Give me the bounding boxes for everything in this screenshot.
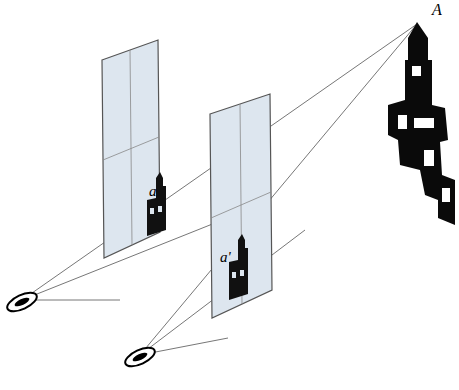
image-plane-right xyxy=(210,94,272,318)
image-point-label: a' xyxy=(220,250,231,265)
image-point-label: a xyxy=(149,184,157,199)
image-plane-left xyxy=(102,40,166,258)
camera-left xyxy=(5,289,40,315)
church-building xyxy=(388,22,455,225)
point-label: A xyxy=(432,2,442,18)
projection-rays xyxy=(22,24,417,355)
camera-right xyxy=(123,344,158,370)
